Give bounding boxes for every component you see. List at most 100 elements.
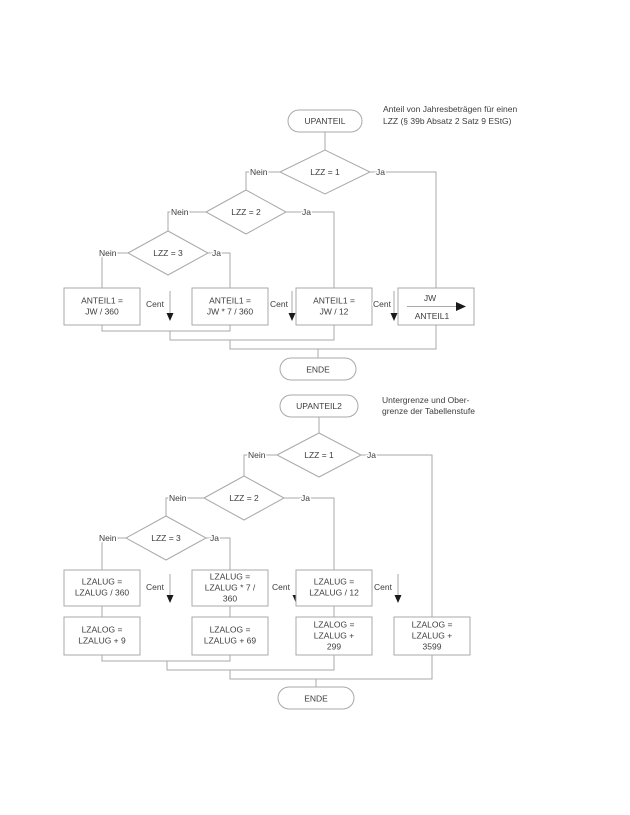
right-arrowhead-icon bbox=[456, 302, 466, 311]
chart2-caption-line1: Untergrenze und Ober- bbox=[382, 395, 470, 405]
row2-box4-line2: LZALUG + bbox=[412, 631, 452, 641]
end-label-1: ENDE bbox=[306, 365, 330, 375]
terminator-upanteil2 bbox=[279, 394, 359, 418]
decision-lzz-3-label: LZZ = 3 bbox=[153, 248, 183, 258]
box3-line2: JW / 12 bbox=[320, 307, 349, 317]
row1-box3-line1: LZALUG = bbox=[314, 577, 354, 587]
decision2-lzz-3 bbox=[124, 515, 208, 561]
process-lzalog-3599 bbox=[393, 616, 471, 656]
box2-line1: ANTEIL1 = bbox=[209, 296, 251, 306]
label-ja-2: Ja bbox=[302, 207, 311, 217]
connector-line bbox=[101, 325, 231, 332]
decision2-lzz-1 bbox=[275, 432, 363, 478]
box4-numerator: JW bbox=[424, 293, 436, 303]
process-lzalog-69 bbox=[191, 616, 269, 656]
decision2-lzz-1-label: LZZ = 1 bbox=[304, 450, 334, 460]
row2-box2-line2: LZALUG + 69 bbox=[204, 636, 256, 646]
row1-box2-line2: LZALUG * 7 / bbox=[205, 583, 256, 593]
down-arrowhead-icon bbox=[166, 595, 174, 603]
chart2-caption-line2: grenze der Tabellenstufe bbox=[382, 406, 475, 416]
process-lzalog-9 bbox=[63, 616, 141, 656]
label-ja-3: Ja bbox=[212, 248, 221, 258]
row2-box1-line1: LZALOG = bbox=[82, 625, 123, 635]
decision2-lzz-2 bbox=[202, 475, 286, 521]
process-anteil1-jw7-360 bbox=[191, 287, 269, 326]
row1-box2-line1: LZALUG = bbox=[210, 572, 250, 582]
box3-line1: ANTEIL1 = bbox=[313, 296, 355, 306]
label2-nein-1: Nein bbox=[248, 450, 266, 460]
row2-box3-line2: LZALUG + bbox=[314, 631, 354, 641]
process-anteil1-jw-360 bbox=[63, 287, 141, 326]
decision2-lzz-3-label: LZZ = 3 bbox=[151, 533, 181, 543]
row2-box4-line1: LZALOG = bbox=[412, 620, 453, 630]
connector-line bbox=[370, 171, 437, 288]
process-lzalug-7-360 bbox=[191, 569, 269, 607]
down-arrowhead-icon bbox=[166, 313, 174, 321]
process-lzalog-299 bbox=[295, 616, 373, 656]
decision-lzz-1 bbox=[278, 149, 372, 195]
decision-lzz-3 bbox=[126, 230, 210, 276]
label2-nein-2: Nein bbox=[169, 493, 187, 503]
process-lzalug-360 bbox=[63, 569, 141, 607]
box2-line2: JW * 7 / 360 bbox=[207, 307, 254, 317]
label2-cent-2: Cent bbox=[272, 582, 291, 592]
label-cent-1: Cent bbox=[146, 299, 165, 309]
row1-box1-line2: LZALUG / 360 bbox=[75, 588, 130, 598]
flowchart-upanteil2: UPANTEIL2 Untergrenze und Ober- grenze d… bbox=[63, 394, 475, 710]
chart1-caption-line1: Anteil von Jahresbeträgen für einen bbox=[383, 104, 517, 114]
connector-line bbox=[166, 655, 335, 671]
label2-nein-3: Nein bbox=[99, 533, 117, 543]
row1-box1-line1: LZALUG = bbox=[82, 577, 122, 587]
connector-line bbox=[361, 454, 433, 617]
process-lzalug-12 bbox=[295, 569, 373, 607]
start2-label: UPANTEIL2 bbox=[296, 401, 342, 411]
decision2-lzz-2-label: LZZ = 2 bbox=[229, 493, 259, 503]
label-nein-3: Nein bbox=[99, 248, 117, 258]
label-nein-2: Nein bbox=[171, 207, 189, 217]
label2-ja-1: Ja bbox=[367, 450, 376, 460]
label-nein-1: Nein bbox=[250, 167, 268, 177]
connector-line bbox=[101, 537, 126, 570]
label-ja-1: Ja bbox=[376, 167, 385, 177]
label-cent-2: Cent bbox=[270, 299, 289, 309]
connector-line bbox=[286, 211, 335, 288]
chart1-caption-line2: LZZ (§ 39b Absatz 2 Satz 9 EStG) bbox=[383, 116, 512, 126]
connector-line bbox=[245, 171, 280, 190]
label-cent-3: Cent bbox=[373, 299, 392, 309]
decision-lzz-1-label: LZZ = 1 bbox=[310, 167, 340, 177]
row2-box4-line3: 3599 bbox=[423, 642, 442, 652]
connector-line bbox=[101, 252, 128, 288]
row2-box3-line3: 299 bbox=[327, 642, 341, 652]
start-label: UPANTEIL bbox=[305, 116, 346, 126]
connector-line bbox=[284, 497, 335, 570]
row1-box3-line2: LZALUG / 12 bbox=[309, 588, 359, 598]
connector-line bbox=[101, 655, 231, 662]
flowchart-upanteil: UPANTEIL Anteil von Jahresbeträgen für e… bbox=[63, 104, 517, 381]
connector-line bbox=[243, 454, 277, 476]
connector-line bbox=[206, 537, 231, 570]
box1-line2: JW / 360 bbox=[85, 307, 119, 317]
label2-cent-3: Cent bbox=[374, 582, 393, 592]
box4-denominator: ANTEIL1 bbox=[415, 311, 450, 321]
box1-line1: ANTEIL1 = bbox=[81, 296, 123, 306]
row1-box2-line3: 360 bbox=[223, 594, 237, 604]
label2-ja-2: Ja bbox=[301, 493, 310, 503]
connector-line bbox=[169, 325, 335, 341]
connector-line bbox=[165, 497, 204, 516]
down-arrowhead-icon bbox=[394, 595, 402, 603]
terminator-ende-1 bbox=[279, 357, 357, 381]
down-arrowhead-icon bbox=[390, 313, 398, 321]
process-anteil1-jw-12 bbox=[295, 287, 373, 326]
connector-line bbox=[208, 252, 231, 288]
down-arrowhead-icon bbox=[288, 313, 296, 321]
terminator-ende-2 bbox=[277, 686, 355, 710]
decision-lzz-2 bbox=[204, 189, 288, 235]
row2-box1-line2: LZALUG + 9 bbox=[78, 636, 126, 646]
row2-box2-line1: LZALOG = bbox=[210, 625, 251, 635]
decision-lzz-2-label: LZZ = 2 bbox=[231, 207, 261, 217]
connector-line bbox=[229, 655, 433, 680]
row2-box3-line1: LZALOG = bbox=[314, 620, 355, 630]
end-label-2: ENDE bbox=[304, 694, 328, 704]
connector-line bbox=[167, 211, 206, 231]
